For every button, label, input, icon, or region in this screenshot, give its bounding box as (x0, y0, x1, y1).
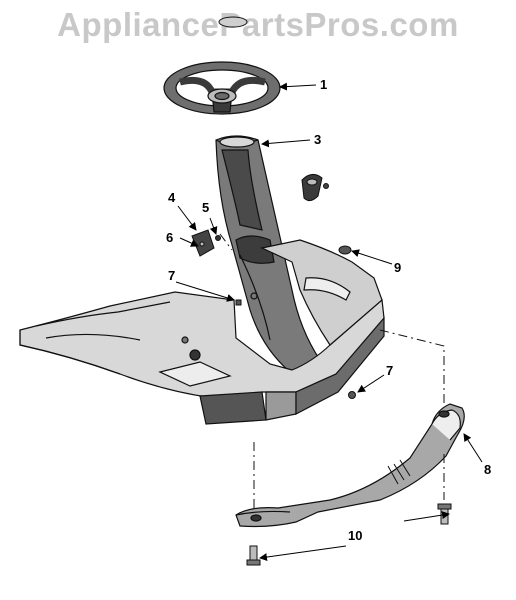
callout-8: 8 (484, 462, 491, 477)
leader-lines (175, 82, 483, 561)
footrest-pan (19, 239, 385, 425)
clip-part (301, 174, 329, 202)
nut-part (338, 245, 352, 255)
callout-10: 10 (348, 528, 362, 543)
callout-3: 3 (314, 132, 321, 147)
assembly-lines (219, 233, 445, 510)
callout-7-upper: 7 (168, 268, 175, 283)
screw-parts (235, 299, 356, 399)
watermark: AppliancePartsPros.com (57, 6, 459, 43)
callout-1: 1 (320, 77, 327, 92)
callout-6: 6 (166, 230, 173, 245)
callout-5: 5 (202, 200, 209, 215)
callout-4: 4 (168, 190, 176, 205)
callout-7-lower: 7 (386, 363, 393, 378)
front-bumper-bar (235, 403, 465, 528)
callout-9: 9 (394, 260, 401, 275)
steering-wheel (163, 61, 281, 115)
wheel-cap (218, 16, 248, 28)
bracket-part (191, 229, 221, 257)
